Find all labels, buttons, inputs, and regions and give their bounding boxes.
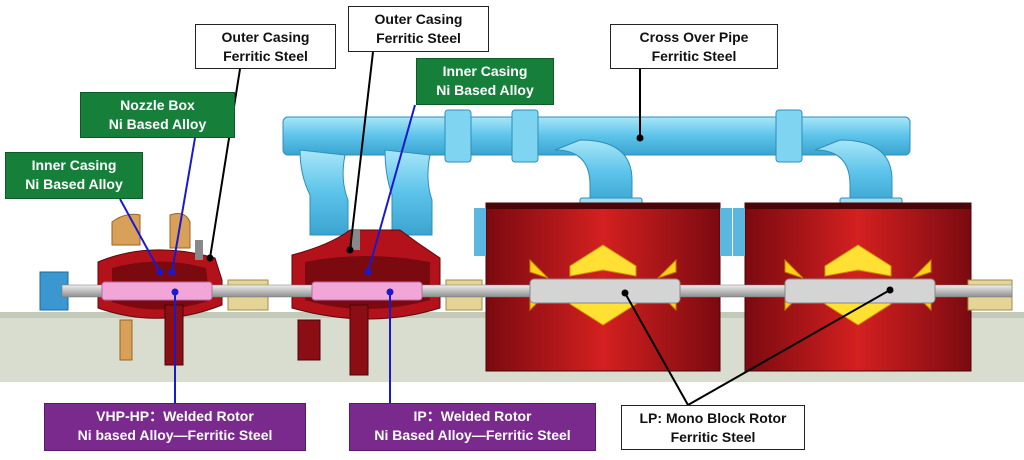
nozzle-box-label-line2: Ni Based Alloy bbox=[108, 116, 207, 132]
inner-casing-ip-label-line2: Ni Based Alloy bbox=[436, 82, 534, 98]
outer-casing-label-2-line1: Outer Casing bbox=[374, 11, 463, 27]
leader-dots bbox=[156, 134, 894, 297]
nozzle-box-label-line1: Nozzle Box bbox=[120, 97, 195, 113]
vhp-hp-rotor-label-line2: Ni based Alloy—Ferritic Steel bbox=[77, 427, 273, 443]
inner-casing-hp-label-line1: Inner Casing bbox=[31, 157, 117, 173]
inner-casing-ip-label: Inner Casing Ni Based Alloy bbox=[416, 58, 554, 105]
outer-casing-label-2-line2: Ferritic Steel bbox=[376, 30, 461, 46]
cross-over-pipe-label: Cross Over Pipe Ferritic Steel bbox=[610, 24, 778, 69]
lp-rotor-label-line2: Ferritic Steel bbox=[670, 429, 756, 445]
outer-casing-label-1: Outer Casing Ferritic Steel bbox=[195, 24, 336, 69]
outer-casing-label-2: Outer Casing Ferritic Steel bbox=[348, 6, 489, 52]
inner-casing-ip-label-line1: Inner Casing bbox=[442, 63, 528, 79]
ip-rotor-label-line2: Ni Based Alloy—Ferritic Steel bbox=[374, 427, 571, 443]
cross-over-pipe-label-line2: Ferritic Steel bbox=[651, 48, 737, 64]
vhp-hp-rotor-label-line1: VHP-HP：Welded Rotor bbox=[96, 408, 254, 424]
ip-rotor-label-line1: IP：Welded Rotor bbox=[413, 408, 532, 424]
inner-casing-hp-label: Inner Casing Ni Based Alloy bbox=[5, 152, 143, 199]
cross-over-pipe-label-line1: Cross Over Pipe bbox=[639, 29, 749, 45]
lp-rotor-label-line1: LP: Mono Block Rotor bbox=[639, 410, 787, 426]
inner-casing-hp-label-line2: Ni Based Alloy bbox=[25, 176, 123, 192]
cross-over-pipe bbox=[282, 109, 911, 236]
lp-rotor-label: LP: Mono Block Rotor Ferritic Steel bbox=[621, 405, 805, 450]
outer-casing-label-1-line1: Outer Casing bbox=[221, 29, 310, 45]
ip-rotor-label: IP：Welded Rotor Ni Based Alloy—Ferritic … bbox=[349, 403, 596, 451]
outer-casing-label-1-line2: Ferritic Steel bbox=[223, 48, 308, 64]
nozzle-box-label: Nozzle Box Ni Based Alloy bbox=[80, 92, 235, 138]
turbine-shaft bbox=[61, 278, 1013, 304]
vhp-hp-rotor-label: VHP-HP：Welded Rotor Ni based Alloy—Ferri… bbox=[44, 403, 306, 451]
leader-lines bbox=[119, 51, 891, 406]
